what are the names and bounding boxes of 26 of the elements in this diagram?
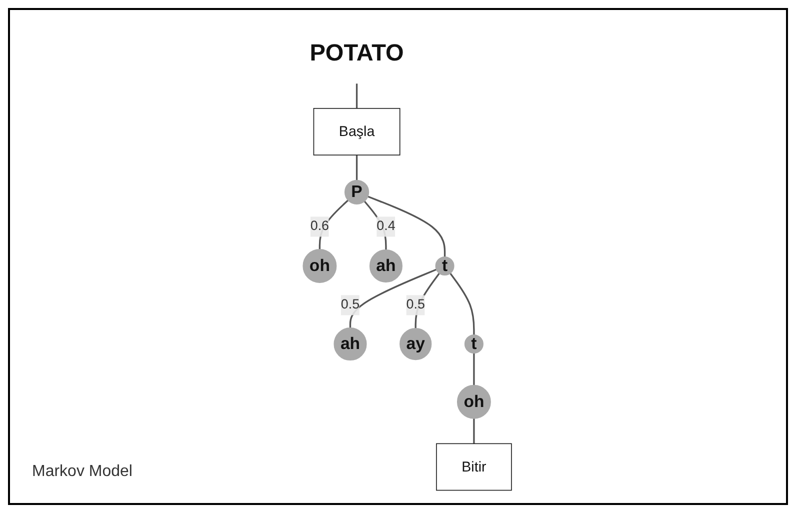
node-circle — [302, 249, 337, 283]
connector — [356, 155, 358, 180]
connector — [473, 353, 475, 386]
node-text: POTATO — [310, 40, 404, 66]
connector — [349, 268, 437, 328]
connector — [356, 83, 358, 108]
connector — [368, 196, 446, 257]
edge-label: 0.6 — [310, 219, 330, 234]
connector — [318, 200, 349, 250]
connector — [473, 418, 475, 444]
node-circle — [334, 327, 367, 361]
node-circle — [344, 180, 370, 204]
caption-text: Markov Model — [32, 463, 132, 481]
node-box — [313, 108, 400, 156]
node-circle — [400, 328, 432, 360]
connector — [364, 200, 387, 250]
node-circle — [464, 334, 484, 354]
connector — [414, 272, 440, 328]
edge-label: 0.5 — [340, 298, 360, 312]
node-circle — [456, 384, 491, 419]
edge-label: 0.5 — [406, 298, 425, 312]
node-box — [436, 443, 512, 491]
node-circle — [369, 249, 402, 282]
connector — [450, 272, 475, 335]
edge-label: 0.4 — [376, 219, 396, 234]
node-circle — [435, 256, 454, 276]
